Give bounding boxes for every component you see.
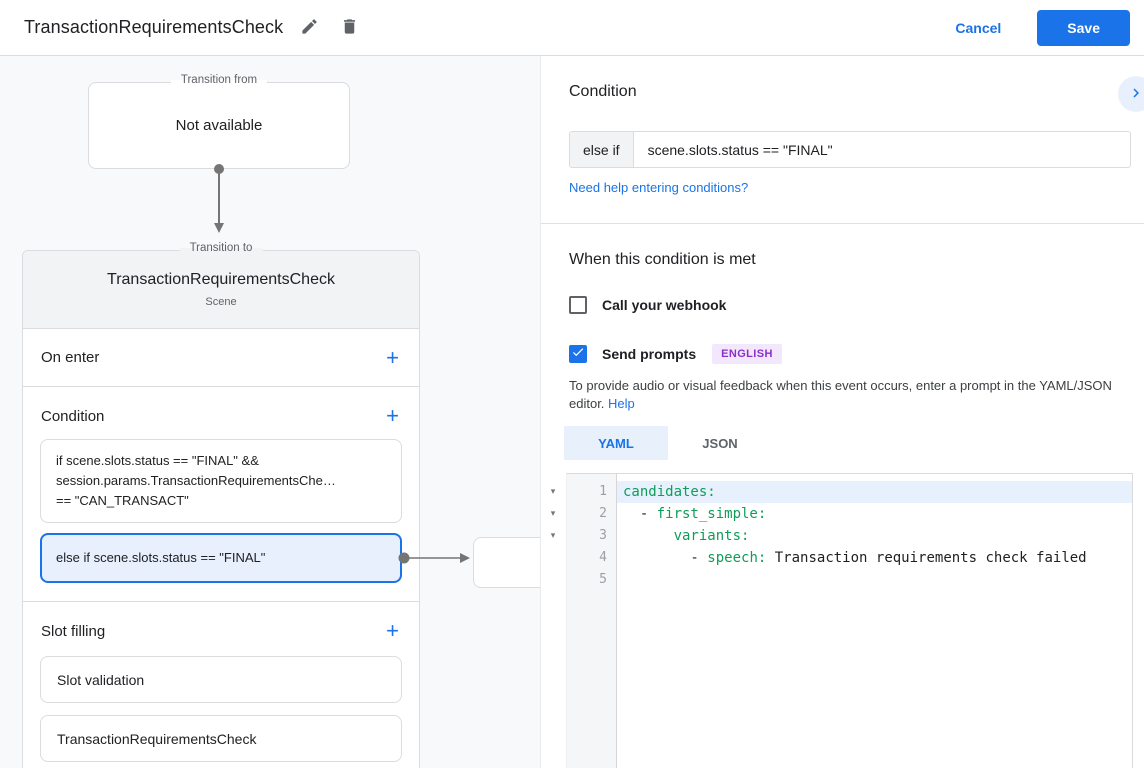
trash-icon — [340, 17, 359, 39]
editor-format-tabs: YAML JSON — [564, 426, 772, 460]
line-number-gutter: 1 2 3 4 5 — [567, 474, 617, 768]
call-webhook-label[interactable]: Call your webhook — [602, 297, 727, 313]
scene-type: Scene — [205, 296, 237, 308]
flow-arrow-right — [398, 552, 470, 564]
yaml-key-text: candidates: — [623, 484, 716, 500]
yaml-code-editor: 1 2 3 4 5 candidates: - first_simple: va… — [566, 473, 1133, 768]
save-button[interactable]: Save — [1037, 9, 1130, 46]
tab-yaml[interactable]: YAML — [564, 426, 668, 460]
code-line[interactable] — [617, 569, 1132, 591]
add-on-enter-button[interactable]: + — [386, 344, 399, 370]
send-prompts-row: Send prompts ENGLISH — [569, 344, 782, 364]
line-number: 3 — [599, 528, 607, 543]
condition-prefix-label: else if — [570, 132, 634, 167]
code-line[interactable]: - first_simple: — [617, 503, 1132, 525]
send-prompts-checkbox[interactable] — [569, 345, 587, 363]
code-fold-column: ▾ ▾ ▾ — [543, 480, 563, 590]
delete-scene-button[interactable] — [329, 8, 369, 48]
line-number: 1 — [599, 484, 607, 499]
line-number: 4 — [599, 550, 607, 565]
collapse-panel-button[interactable] — [1118, 76, 1144, 112]
yaml-plain-text: Transaction requirements check failed — [766, 550, 1087, 566]
code-line[interactable]: - speech: Transaction requirements check… — [617, 547, 1132, 569]
webhook-row: Call your webhook — [569, 296, 726, 314]
flow-arrow-down — [214, 164, 224, 233]
edit-title-button[interactable] — [289, 8, 329, 48]
condition-section: Condition + if scene.slots.status == "FI… — [23, 387, 419, 602]
cancel-button[interactable]: Cancel — [939, 12, 1017, 44]
transition-to-card: Transition to TransactionRequirementsChe… — [22, 242, 420, 768]
call-webhook-checkbox[interactable] — [569, 296, 587, 314]
on-enter-label: On enter — [41, 349, 100, 366]
code-line[interactable]: candidates: — [617, 481, 1132, 503]
prompt-description: To provide audio or visual feedback when… — [569, 377, 1144, 412]
prompt-description-text: To provide audio or visual feedback when… — [569, 378, 1112, 411]
yaml-key-text: speech: — [707, 550, 767, 566]
transition-to-label: Transition to — [179, 242, 263, 254]
slot-item-transaction-check[interactable]: TransactionRequirementsCheck — [40, 715, 402, 762]
add-condition-button[interactable]: + — [386, 403, 399, 428]
fold-toggle-icon[interactable]: ▾ — [550, 486, 556, 496]
section-divider — [541, 223, 1144, 224]
slot-item-label: Slot validation — [57, 671, 145, 688]
yaml-key-text: variants: — [673, 528, 750, 544]
yaml-plain-text — [623, 528, 674, 544]
transition-from-value: Not available — [175, 117, 263, 134]
tab-json[interactable]: JSON — [668, 426, 772, 460]
line-number: 5 — [599, 572, 607, 587]
conditions-help-link[interactable]: Need help entering conditions? — [569, 180, 749, 195]
chevron-right-icon — [1127, 84, 1144, 105]
flow-diagram-panel: Transition from Not available Transition… — [0, 56, 540, 768]
scene-card-header: TransactionRequirementsCheck Scene — [23, 251, 419, 329]
yaml-plain-text: - — [623, 506, 657, 522]
fold-toggle-icon — [543, 568, 563, 590]
add-slot-button[interactable]: + — [386, 618, 399, 643]
code-area[interactable]: candidates: - first_simple: variants: - … — [617, 474, 1132, 768]
slot-item-label: TransactionRequirementsCheck — [57, 730, 257, 747]
condition-detail-panel: Condition else if Need help entering con… — [540, 56, 1144, 768]
on-enter-row: On enter + — [23, 329, 419, 387]
yaml-plain-text: - — [623, 550, 708, 566]
page-title: TransactionRequirementsCheck — [24, 17, 284, 37]
code-line[interactable]: variants: — [617, 525, 1132, 547]
fold-toggle-icon[interactable]: ▾ — [550, 530, 556, 540]
panel-title: Condition — [569, 83, 637, 100]
transition-from-box: Transition from Not available — [88, 74, 350, 169]
fold-toggle-icon — [543, 546, 563, 568]
condition-line: else if scene.slots.status == "FINAL" — [56, 550, 266, 565]
slot-filling-section: Slot filling + Slot validation Transacti… — [23, 602, 419, 768]
top-bar: TransactionRequirementsCheck Cancel Save — [0, 0, 1144, 56]
slot-item-validation[interactable]: Slot validation — [40, 656, 402, 703]
condition-line: session.params.TransactionRequirementsCh… — [56, 473, 336, 488]
line-number: 2 — [599, 506, 607, 521]
condition-expression-group: else if — [569, 131, 1131, 168]
transition-target-box[interactable] — [473, 537, 540, 588]
language-badge: ENGLISH — [712, 344, 782, 364]
slot-filling-label: Slot filling — [41, 622, 106, 640]
when-condition-met-title: When this condition is met — [569, 251, 756, 268]
send-prompts-label[interactable]: Send prompts — [602, 346, 697, 362]
yaml-key-text: first_simple: — [656, 506, 767, 522]
condition-item-if[interactable]: if scene.slots.status == "FINAL" && sess… — [40, 439, 402, 523]
checkmark-icon — [571, 345, 585, 364]
prompt-help-link[interactable]: Help — [608, 395, 635, 411]
condition-line: if scene.slots.status == "FINAL" && — [56, 453, 259, 468]
condition-item-elseif-selected[interactable]: else if scene.slots.status == "FINAL" — [40, 533, 402, 583]
transition-from-label: Transition from — [170, 74, 268, 86]
condition-section-label: Condition — [41, 407, 105, 425]
pencil-icon — [300, 17, 319, 39]
scene-name: TransactionRequirementsCheck — [107, 271, 335, 288]
fold-toggle-icon[interactable]: ▾ — [550, 508, 556, 518]
condition-expression-input[interactable] — [633, 132, 1130, 167]
condition-line: == "CAN_TRANSACT" — [56, 493, 189, 508]
